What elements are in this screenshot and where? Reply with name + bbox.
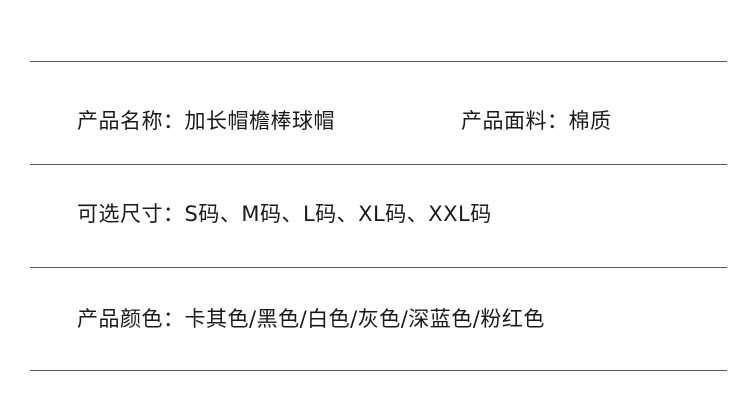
- colors-row: 产品颜色：卡其色/黑色/白色/灰色/深蓝色/粉红色: [0, 298, 750, 338]
- product-name-row: 产品名称：加长帽檐棒球帽 产品面料：棉质: [0, 100, 750, 140]
- divider-bottom: [30, 370, 727, 371]
- divider-2: [30, 267, 727, 268]
- divider-1: [30, 164, 727, 165]
- product-name-text: 产品名称：加长帽檐棒球帽: [77, 109, 335, 133]
- colors-text: 产品颜色：卡其色/黑色/白色/灰色/深蓝色/粉红色: [77, 307, 545, 331]
- sizes-row: 可选尺寸：S码、M码、L码、XL码、XXL码: [0, 193, 750, 233]
- sizes-text: 可选尺寸：S码、M码、L码、XL码、XXL码: [77, 202, 492, 226]
- divider-top: [30, 61, 727, 62]
- product-fabric-text: 产品面料：棉质: [461, 109, 612, 133]
